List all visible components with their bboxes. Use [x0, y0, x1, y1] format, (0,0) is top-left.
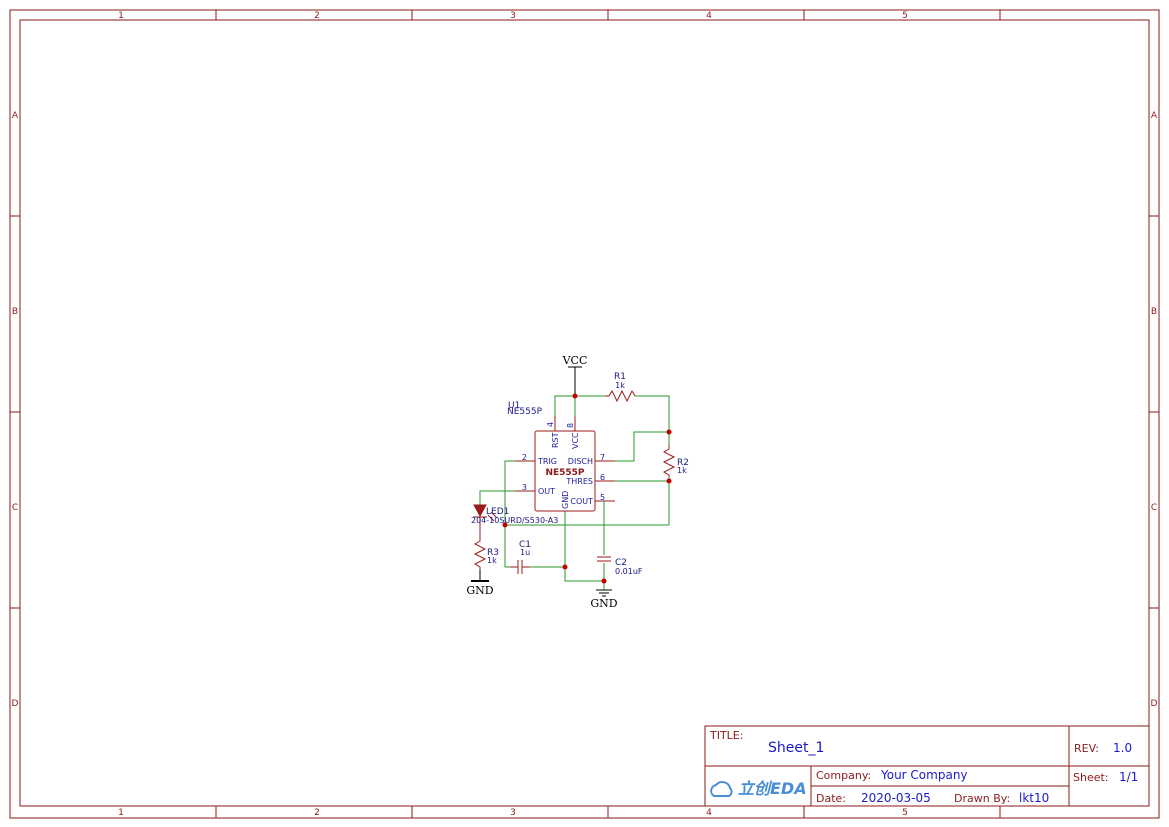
rev-value: 1.0 [1113, 741, 1132, 755]
r1-ref: R1 [614, 372, 626, 382]
circuit: VCC [466, 354, 689, 610]
col-label-top: 5 [902, 11, 908, 21]
pin-name-out: OUT [538, 487, 555, 496]
cloud-icon [710, 781, 733, 797]
gnd-symbol-main[interactable]: GND [590, 589, 618, 610]
col-label-top: 1 [118, 11, 124, 21]
logo-text: 立创EDA [738, 779, 807, 798]
r3-ref: R3 [487, 548, 499, 558]
col-label-bottom: 2 [314, 808, 320, 818]
row-label-right: D [1151, 699, 1158, 709]
pin-num: 7 [600, 453, 605, 462]
pin-name-vcc: VCC [571, 432, 580, 449]
row-label-right: B [1151, 307, 1157, 317]
r3-value: 1k [487, 556, 497, 565]
r1-resistor[interactable]: R1 1k [605, 372, 636, 403]
c2-value: 0.01uF [615, 567, 643, 576]
junctions [502, 393, 672, 584]
pin-name-thres: THRES [565, 477, 593, 486]
c1-value: 1u [520, 548, 530, 557]
r3-resistor[interactable]: R3 1k [473, 537, 499, 581]
gnd-label: GND [466, 584, 493, 597]
company-label: Company: [816, 769, 871, 782]
row-label-left: C [12, 503, 18, 513]
col-label-bottom: 4 [706, 808, 712, 818]
pin-num: 6 [600, 473, 605, 482]
u1-ref: U1 [508, 401, 520, 411]
pin-num: 2 [522, 453, 527, 462]
r1-value: 1k [615, 381, 625, 390]
u1-value: NE555P [507, 407, 543, 417]
led1-diode[interactable]: LED1 204-10SURD/S530-A3 [471, 504, 558, 537]
date-label: Date: [816, 792, 846, 805]
rev-label: REV: [1074, 742, 1099, 755]
col-label-top: 4 [706, 11, 712, 21]
row-label-left: B [12, 307, 18, 317]
gnd-label: GND [590, 597, 617, 610]
pin-num: 3 [522, 483, 527, 492]
pin-num: 8 [566, 423, 575, 428]
led1-ref: LED1 [486, 507, 509, 517]
c1-ref: C1 [519, 540, 531, 550]
led1-value: 204-10SURD/S530-A3 [471, 516, 558, 525]
c2-capacitor[interactable]: C2 0.01uF [597, 556, 643, 576]
c2-ref: C2 [615, 558, 627, 568]
pin-name-trig: TRIG [537, 457, 557, 466]
pin-num: 4 [546, 422, 555, 427]
col-label-top: 3 [510, 11, 516, 21]
sheet-value: 1/1 [1119, 770, 1138, 784]
pin-num: 5 [600, 493, 605, 502]
r2-value: 1k [677, 466, 687, 475]
u1-body-label: NE555P [545, 468, 584, 478]
col-label-bottom: 1 [118, 808, 124, 818]
vcc-power-symbol[interactable]: VCC [562, 354, 588, 396]
column-ticks [215, 10, 1001, 818]
row-label-right: A [1151, 111, 1158, 121]
row-label-left: D [12, 699, 19, 709]
title-label: TITLE: [709, 729, 743, 742]
drawn-by-label: Drawn By: [954, 792, 1010, 805]
company-value: Your Company [880, 768, 968, 782]
col-label-bottom: 3 [510, 808, 516, 818]
r2-resistor[interactable]: R2 1k [662, 445, 689, 477]
lceda-logo: 立创EDA [710, 779, 807, 798]
c1-capacitor[interactable]: C1 1u [510, 540, 531, 574]
u1-ne555p[interactable]: U1 NE555P NE555P 2 3 7 6 5 4 8 TRIG OUT … [507, 401, 615, 512]
row-label-left: A [12, 111, 19, 121]
drawn-by-value: lkt10 [1019, 791, 1049, 805]
title-value: Sheet_1 [768, 740, 824, 756]
col-label-bottom: 5 [902, 808, 908, 818]
row-ticks [10, 215, 1159, 609]
vcc-label: VCC [562, 354, 588, 367]
pin-name-gnd: GND [561, 491, 570, 509]
pin-name-disch: DISCH [568, 457, 593, 466]
title-block: TITLE: Sheet_1 REV: 1.0 Company: Your Co… [704, 725, 1150, 807]
pin-name-rst: RST [551, 432, 560, 448]
date-value: 2020-03-05 [861, 791, 931, 805]
inner-frame [19, 19, 1150, 807]
col-label-top: 2 [314, 11, 320, 21]
outer-frame [9, 9, 1160, 819]
sheet-label: Sheet: [1073, 771, 1109, 784]
pin-name-cout: COUT [570, 497, 593, 506]
r2-ref: R2 [677, 458, 689, 468]
gnd-symbol-led[interactable]: GND [466, 570, 494, 597]
row-label-right: C [1151, 503, 1157, 513]
